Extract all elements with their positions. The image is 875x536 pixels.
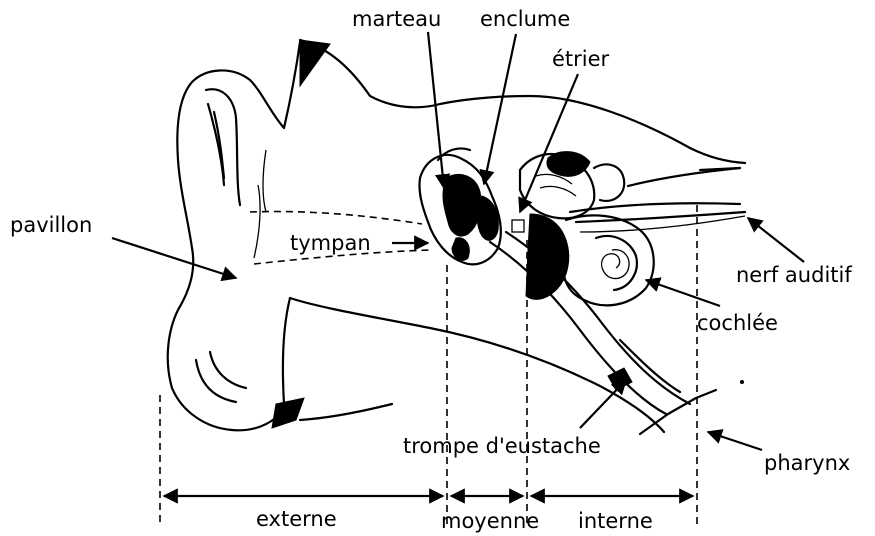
label-cochlee: cochlée — [697, 311, 778, 335]
label-enclume: enclume — [480, 7, 570, 31]
label-marteau: marteau — [352, 7, 441, 31]
pinna-outline — [168, 42, 300, 430]
region-separators — [160, 205, 697, 525]
label-moyenne: moyenne — [441, 509, 539, 533]
label-pavillon: pavillon — [10, 213, 92, 237]
nerf-auditif-pointer — [748, 218, 804, 262]
label-nerf-auditif: nerf auditif — [736, 263, 852, 287]
enclume-pointer — [484, 34, 516, 184]
inner-ear — [520, 152, 745, 306]
pavillon-pointer — [112, 238, 236, 278]
label-etrier: étrier — [552, 47, 610, 71]
label-tympan: tympan — [290, 231, 371, 255]
label-interne: interne — [578, 509, 653, 533]
label-pharynx: pharynx — [764, 451, 850, 475]
pharynx-pointer — [708, 432, 762, 450]
marteau-pointer — [428, 32, 444, 188]
labels: marteau enclume étrier pavillon tympan n… — [10, 7, 852, 533]
cochlee-pointer — [646, 280, 720, 306]
label-externe: externe — [256, 507, 337, 531]
middle-ear — [419, 148, 524, 264]
label-trompe-eustache: trompe d'eustache — [403, 434, 601, 458]
